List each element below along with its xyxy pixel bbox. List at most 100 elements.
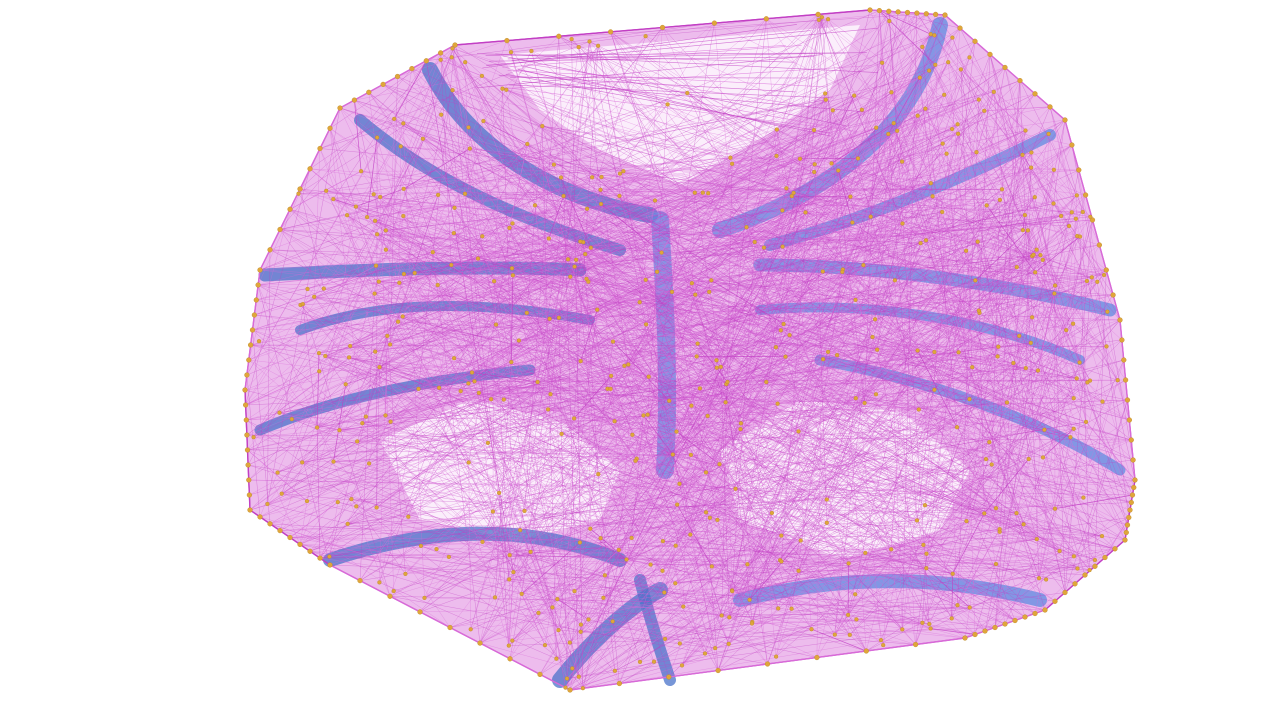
mesh-vertex <box>693 292 698 297</box>
mesh-vertex <box>507 225 512 230</box>
mesh-edge <box>493 281 510 580</box>
mesh-edge <box>325 127 877 357</box>
mesh-edge <box>824 93 1000 532</box>
mesh-vertex <box>727 615 732 620</box>
mesh-edge <box>402 144 1072 317</box>
mesh-vertex <box>621 169 626 174</box>
mesh-vertex <box>1066 223 1072 229</box>
mesh-edge <box>614 615 722 671</box>
mesh-edge <box>366 216 708 417</box>
mesh-vertex <box>752 239 757 245</box>
mesh-edge <box>934 230 1029 390</box>
mesh-edge <box>866 517 1129 652</box>
mesh-edge <box>776 129 790 336</box>
mesh-vertex <box>257 267 263 273</box>
mesh-vertex <box>1023 128 1028 133</box>
mesh-edge <box>879 10 918 521</box>
mesh-vertex <box>745 562 750 567</box>
mesh-edge <box>729 152 1032 618</box>
mesh-vertex <box>351 97 358 103</box>
mesh-edge <box>1104 517 1130 558</box>
mesh-vertex <box>972 38 978 44</box>
mesh-edge <box>993 91 1037 250</box>
mesh-vertex <box>1068 435 1073 440</box>
mesh-edge <box>915 346 999 645</box>
mesh-vertex <box>554 656 559 661</box>
mesh-edge <box>385 230 510 646</box>
mesh-vertex <box>779 533 784 538</box>
mesh-vertex <box>438 50 444 56</box>
mesh-edge <box>281 371 320 494</box>
mesh-vertex <box>492 595 498 600</box>
mesh-vertex <box>403 571 408 576</box>
mesh-vertex <box>392 116 397 121</box>
mesh-vertex <box>617 193 622 198</box>
mesh-edge <box>632 115 918 435</box>
mesh-vertex <box>1011 360 1016 366</box>
mesh-edge <box>600 203 684 607</box>
mesh-edge <box>374 282 400 294</box>
mesh-edge <box>643 415 674 455</box>
mesh-edge <box>946 153 970 400</box>
mesh-edge <box>847 269 1107 616</box>
mesh-vertex <box>607 29 614 35</box>
mesh-edge <box>715 616 1026 649</box>
mesh-vertex <box>982 108 987 113</box>
mesh-vertex <box>563 685 568 690</box>
mesh-edge <box>512 109 862 276</box>
mesh-vertex <box>1089 217 1096 223</box>
mesh-edge <box>399 282 767 383</box>
mesh-vertex <box>485 440 490 445</box>
mesh-edge <box>656 34 931 272</box>
mesh-vertex <box>1040 455 1046 460</box>
mesh-vertex <box>287 534 293 541</box>
mesh-vertex <box>879 60 885 65</box>
mesh-edge <box>468 462 471 630</box>
mesh-vertex <box>1092 557 1097 563</box>
mesh-vertex <box>567 687 573 693</box>
mesh-vertex <box>398 144 403 149</box>
mesh-vertex <box>1052 598 1058 604</box>
mesh-edge <box>558 317 670 678</box>
mesh-edge <box>400 146 1017 514</box>
mesh-vertex <box>834 353 840 358</box>
mesh-edge <box>269 249 970 608</box>
mesh-edge <box>847 563 849 615</box>
mesh-vertex <box>1096 242 1103 248</box>
mesh-vertex <box>1034 247 1039 252</box>
mesh-edge <box>289 209 698 344</box>
mesh-edge <box>1022 215 1026 231</box>
mesh-vertex <box>889 90 894 95</box>
mesh-vertex <box>1127 507 1133 513</box>
mesh-edge <box>354 99 598 310</box>
mesh-edge <box>880 249 1037 641</box>
mesh-edge <box>524 510 620 684</box>
mesh-edge <box>894 280 1080 363</box>
mesh-vertex <box>608 373 614 378</box>
mesh-edge <box>319 148 388 336</box>
mesh-edge <box>612 167 1032 342</box>
mesh-vertex <box>493 322 499 327</box>
mesh-edge <box>248 209 291 361</box>
mesh-vertex <box>872 317 878 322</box>
mesh-vertex <box>477 640 483 646</box>
mesh-edge <box>245 114 442 406</box>
mesh-edge <box>1004 359 1125 625</box>
mesh-edge <box>526 312 637 459</box>
mesh-edge <box>571 39 584 689</box>
mesh-vertex <box>814 654 820 661</box>
mesh-edge <box>479 381 538 644</box>
mesh-vertex <box>277 410 282 415</box>
mesh-vertex <box>787 333 792 338</box>
mesh-vertex <box>507 552 512 558</box>
mesh-edge <box>1054 494 1133 510</box>
mesh-edge <box>269 249 625 367</box>
mesh-edge <box>299 177 593 545</box>
mesh-edge <box>926 13 1077 219</box>
mesh-vertex <box>926 68 932 73</box>
mesh-edge <box>675 128 953 546</box>
mesh-edge <box>248 359 551 395</box>
mesh-edge <box>333 198 559 631</box>
